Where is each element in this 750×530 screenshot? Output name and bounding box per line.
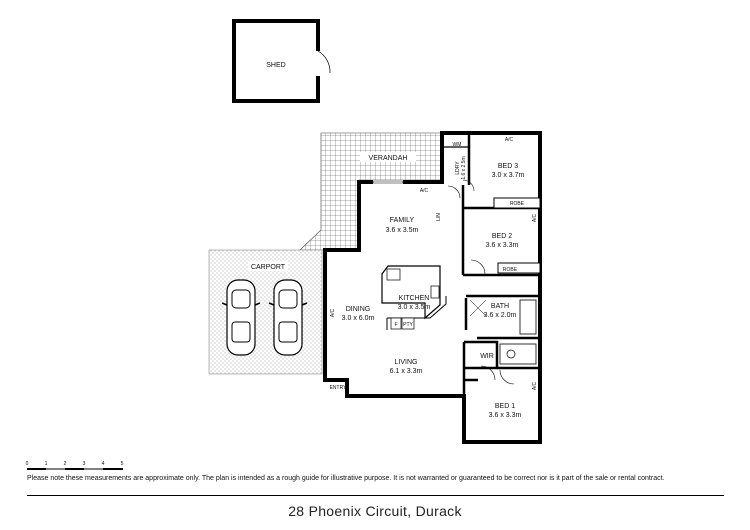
scale-bar: 0 1 2 3 4 5 — [26, 461, 124, 470]
scale-tick-label: 5 — [121, 461, 124, 467]
bed1-label: BED 1 — [495, 403, 515, 410]
bath-label: BATH — [491, 303, 509, 310]
room-labels: FAMILY 3.6 x 3.5m DINING 3.0 x 6.0m KITC… — [342, 156, 525, 419]
doors — [346, 179, 515, 396]
scale-tick-label: 2 — [64, 461, 67, 467]
kitchen-label: KITCHEN — [399, 295, 430, 302]
verandah-label: VERANDAH — [369, 155, 408, 162]
bed3-label: BED 3 — [498, 163, 518, 170]
bed2-label: BED 2 — [492, 233, 512, 240]
disclaimer-text: Please note these measurements are appro… — [27, 475, 665, 482]
entry-label: ENTRY — [330, 385, 348, 391]
living-dims: 6.1 x 3.3m — [390, 368, 423, 375]
scale-tick-label: 1 — [45, 461, 48, 467]
robe-bed2-label: ROBE — [503, 267, 518, 273]
dining-dims: 3.0 x 6.0m — [342, 315, 375, 322]
wir-label: WIR — [480, 353, 494, 360]
car-icon — [221, 279, 261, 356]
scale-tick-label: 0 — [26, 461, 29, 467]
family-label: FAMILY — [390, 217, 415, 224]
carport: CARPORT — [208, 249, 323, 375]
kitchen-island — [381, 265, 447, 330]
ac-family-label: A/C — [420, 188, 429, 194]
ac-bed2-label: A/C — [532, 213, 538, 222]
bath-dims: 3.6 x 2.0m — [484, 312, 517, 319]
footer-divider — [27, 495, 724, 496]
fridge-label: F — [394, 322, 397, 328]
family-dims: 3.6 x 3.5m — [386, 227, 419, 234]
scale-tick-label: 4 — [102, 461, 105, 467]
shed: SHED — [232, 19, 331, 103]
ldry-dims: 1.6 x 2.5m — [461, 156, 467, 179]
linen-label: LIN — [436, 213, 442, 221]
ac-bed1-label: A/C — [532, 381, 538, 390]
carport-label: CARPORT — [251, 264, 286, 271]
ac-bed3-label: A/C — [505, 137, 514, 143]
bed3-dims: 3.0 x 3.7m — [492, 172, 525, 179]
wm-label: WM — [453, 142, 462, 148]
fixture-labels: WM ROBE ROBE ENTRY F PTY A/C A/C A/C A/C… — [330, 137, 538, 391]
kitchen-dims: 3.0 x 3.5m — [398, 304, 431, 311]
bed1-dims: 3.6 x 3.3m — [489, 412, 522, 419]
ldry-label: LDRY — [455, 161, 461, 175]
ac-dining-label: A/C — [330, 308, 336, 317]
car-icon — [268, 279, 308, 356]
robe-bed3-label: ROBE — [510, 201, 525, 207]
pantry-label: PTY — [403, 322, 413, 328]
bath-fixtures — [469, 299, 537, 365]
property-address: 28 Phoenix Circuit, Durack — [288, 503, 462, 519]
dining-label: DINING — [346, 306, 371, 313]
shed-label: SHED — [266, 62, 285, 69]
scale-tick-label: 3 — [83, 461, 86, 467]
bed2-dims: 3.6 x 3.3m — [486, 242, 519, 249]
living-label: LIVING — [395, 359, 418, 366]
